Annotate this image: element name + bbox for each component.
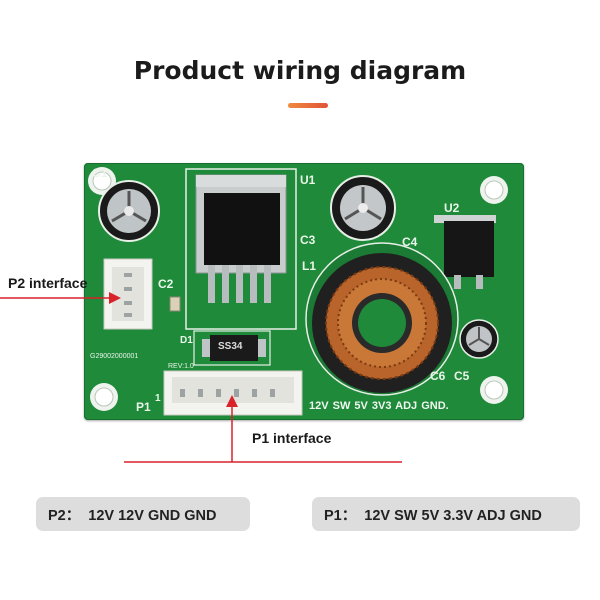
silk-part-number: G29002000001 [90, 353, 139, 360]
title-underline [288, 103, 328, 108]
silk-p1: P1 [136, 400, 151, 414]
silk-c3: C3 [300, 233, 316, 247]
silk-c1: C1 [92, 166, 108, 180]
silk-l1: L1 [302, 259, 317, 273]
silk-p1-pin1: 1 [155, 393, 161, 404]
silk-c4: C4 [402, 235, 418, 249]
capacitor-c1 [98, 180, 160, 242]
capacitor-c3 [330, 175, 396, 241]
silk-pin-row: 12V SW 5V 3V3 ADJ GND. [309, 400, 449, 412]
diode-marking: SS34 [218, 341, 243, 352]
capacitor-c2 [169, 296, 181, 312]
mounting-hole-bottom-right [480, 376, 508, 404]
pcb-board: C1 C2 C3 C4 C5 C6 U1 U2 L1 D1 P1 1 G2900… [84, 163, 524, 420]
inductor-l1 [305, 242, 459, 396]
connector-p2-body [103, 258, 153, 330]
capacitor-c5 [459, 319, 499, 359]
regulator-u2 [434, 215, 496, 289]
mounting-hole-top-right [480, 176, 508, 204]
silk-c6: C6 [430, 369, 446, 383]
page-title: Product wiring diagram [133, 56, 467, 85]
regulator-u1 [185, 168, 297, 330]
silk-c2: C2 [158, 277, 174, 291]
connector-p1-body [163, 370, 303, 416]
p1-pinout-badge: P1： 12V SW 5V 3.3V ADJ GND [312, 497, 580, 531]
p1-interface-label: P1 interface [252, 430, 332, 446]
diode-d1 [193, 330, 271, 366]
silk-rev: REV:1.0 [168, 363, 194, 370]
silk-u2: U2 [444, 201, 460, 215]
p2-interface-label: P2 interface [8, 275, 88, 291]
silk-c5: C5 [454, 369, 470, 383]
silk-u1: U1 [300, 173, 316, 187]
pcb-artwork [88, 167, 508, 416]
mounting-hole-bottom-left [90, 383, 118, 411]
p2-pinout-badge: P2： 12V 12V GND GND [36, 497, 250, 531]
silk-d1: D1 [180, 335, 193, 346]
